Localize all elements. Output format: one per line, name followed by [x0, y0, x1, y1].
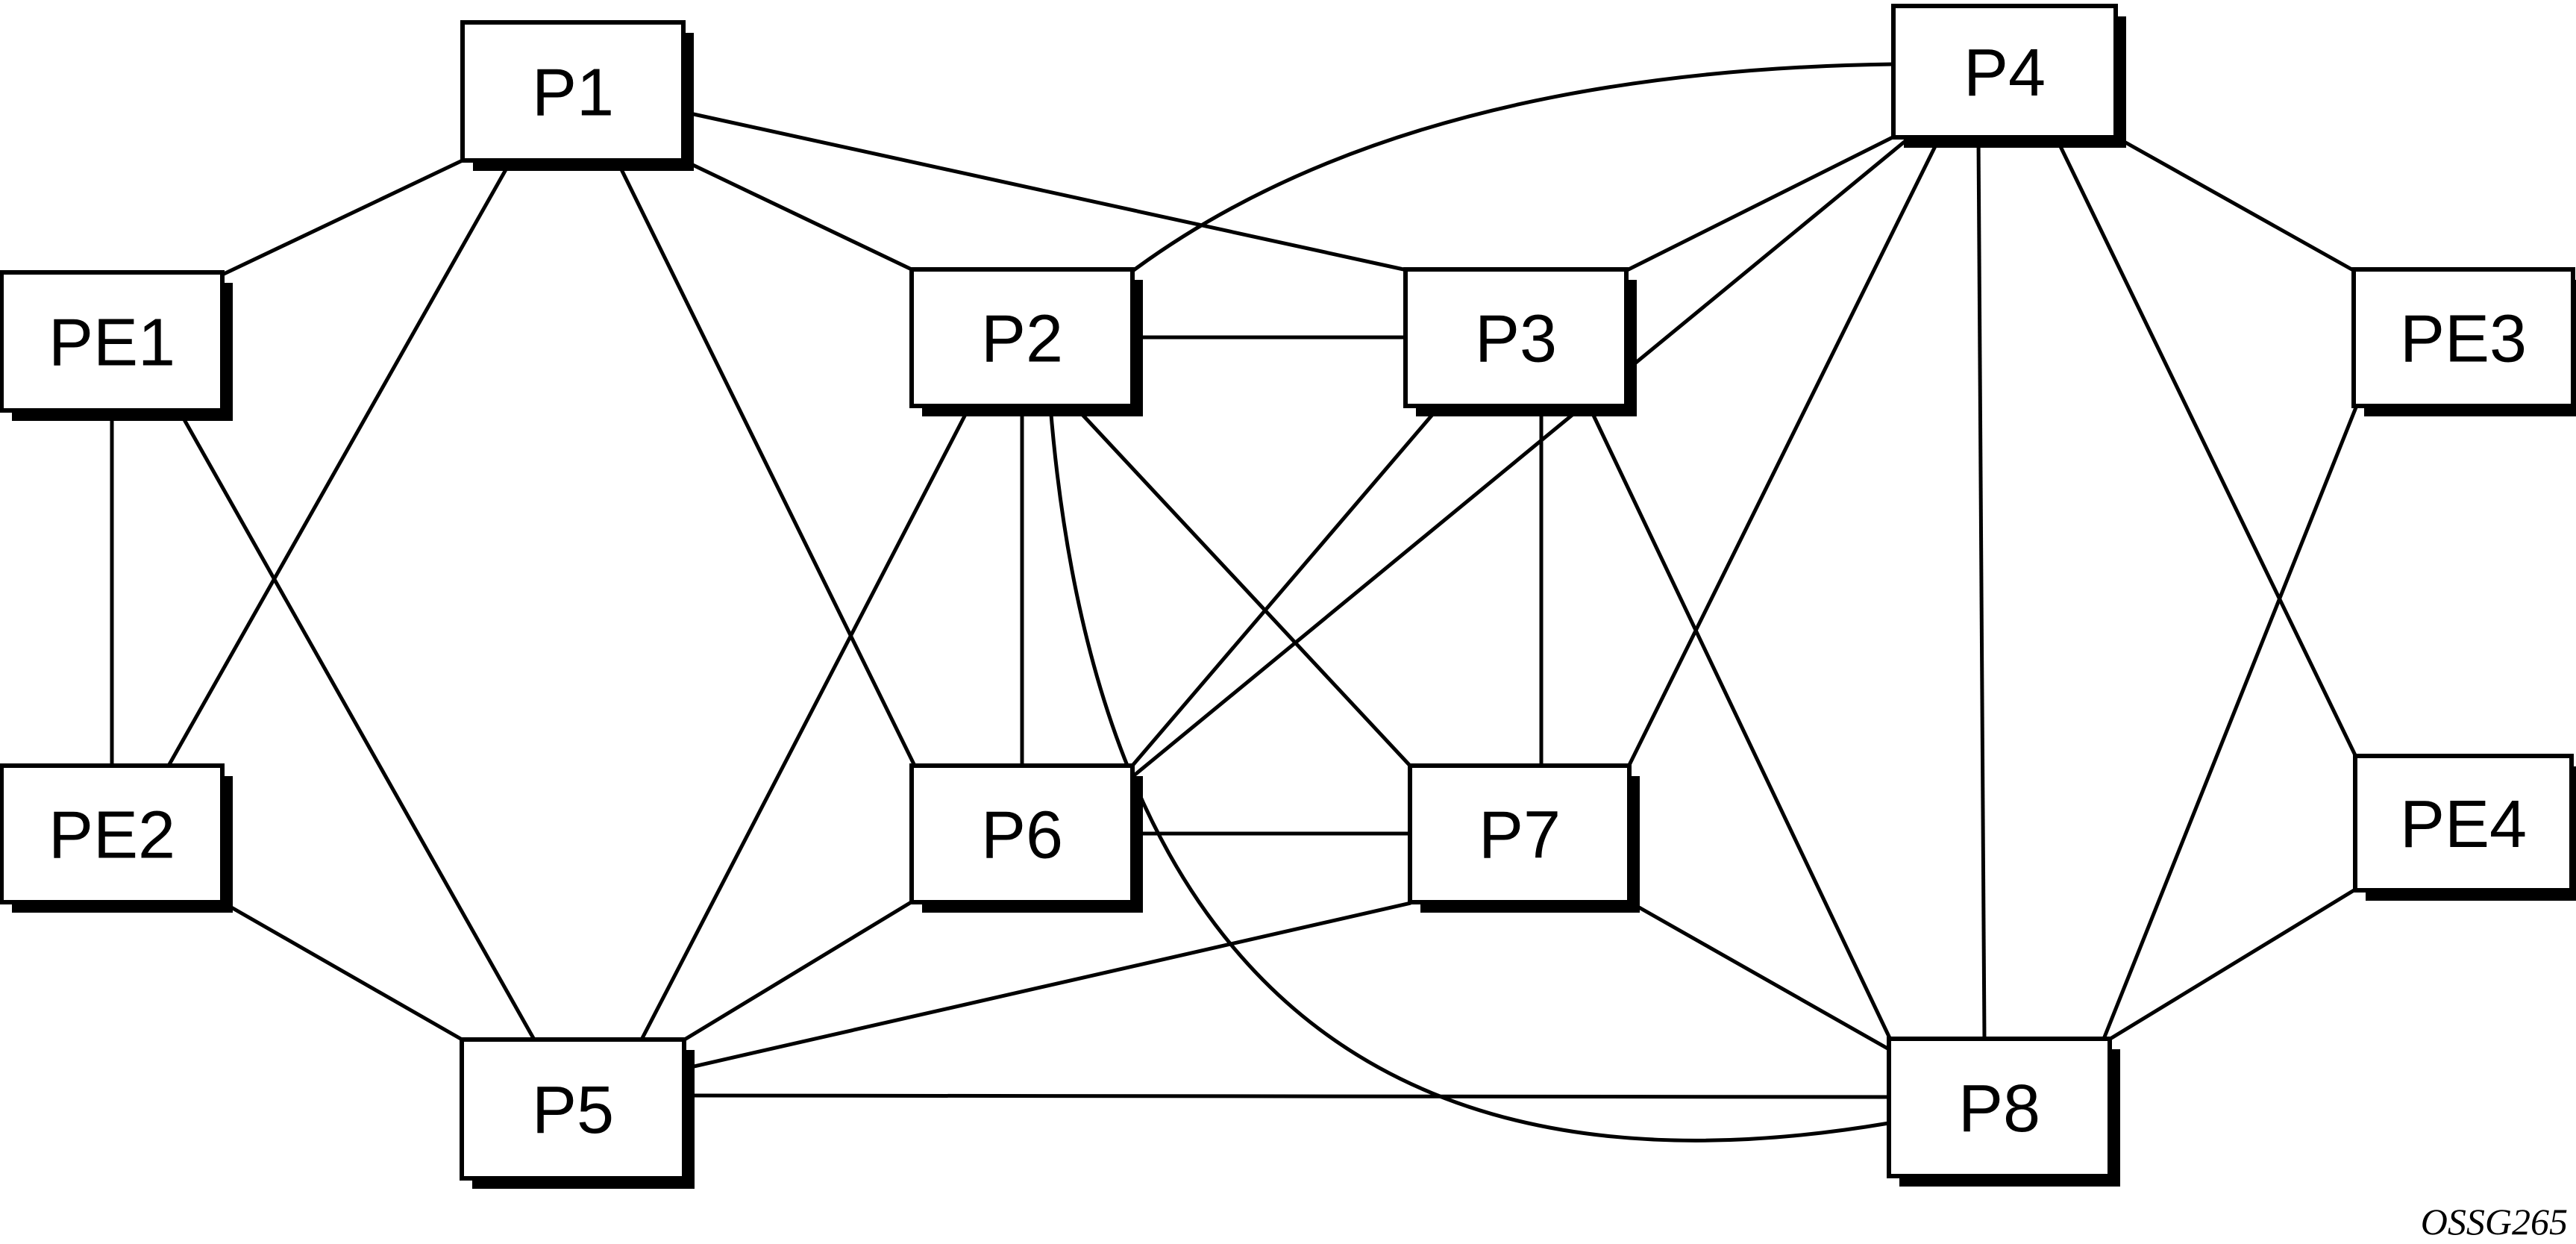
link-p4-p7	[1626, 136, 1942, 768]
node-p8-box	[1887, 1037, 2112, 1178]
node-p1-label: P1	[532, 56, 614, 131]
node-p5-box	[460, 1037, 686, 1181]
node-p6-box	[909, 763, 1135, 904]
link-p3-p4	[1624, 134, 1896, 273]
link-p1-p6	[615, 159, 917, 767]
node-p7-box	[1408, 763, 1632, 904]
link-p1-pe2	[166, 159, 513, 767]
link-p5-p8	[683, 1093, 1890, 1099]
node-p3-label: P3	[1475, 302, 1557, 377]
link-p7-p8	[1627, 899, 1890, 1051]
link-pe2-p5	[221, 900, 465, 1043]
link-p4-p8	[1976, 137, 1987, 1040]
link-p3-p8	[1587, 404, 1893, 1041]
link-p4-pe3	[2113, 134, 2356, 273]
node-pe2-box	[0, 763, 225, 904]
link-p2-p4	[1130, 62, 1894, 274]
node-p2-label: P2	[981, 302, 1063, 377]
node-pe2-label: PE2	[48, 798, 175, 873]
link-p4-p6	[1132, 136, 1911, 778]
node-p6-label: P6	[981, 798, 1063, 873]
link-p5-p7	[683, 901, 1411, 1071]
node-p2-box	[909, 267, 1135, 408]
link-p1-p3	[683, 110, 1408, 272]
node-pe1-box	[0, 270, 225, 413]
link-p8-pe4	[2108, 887, 2357, 1042]
link-p4-pe4	[2054, 136, 2358, 758]
node-pe3-box	[2351, 267, 2575, 408]
link-p2-p8	[1048, 405, 1890, 1143]
link-p2-p5	[639, 404, 972, 1041]
node-pe3-label: PE3	[2400, 302, 2527, 377]
node-pe4-label: PE4	[2400, 787, 2527, 862]
node-p7-label: P7	[1479, 798, 1561, 873]
link-pe1-p1	[221, 157, 466, 277]
figure-caption: OSSG265	[2421, 1201, 2568, 1243]
node-pe1-label: PE1	[48, 306, 175, 381]
link-p2-p7	[1073, 404, 1412, 768]
node-p5-label: P5	[532, 1073, 614, 1148]
link-p3-p6	[1130, 404, 1441, 768]
node-pe4-box	[2353, 754, 2574, 893]
link-p8-pe3	[2102, 407, 2358, 1040]
node-p3-box	[1403, 267, 1629, 408]
node-p4-label: P4	[1964, 36, 2046, 110]
link-p5-p6	[682, 899, 914, 1043]
node-p4-box	[1891, 4, 2118, 140]
node-p8-label: P8	[1958, 1072, 2040, 1146]
link-p1-p2	[680, 157, 915, 272]
link-pe1-p5	[177, 409, 536, 1041]
node-p1-box	[460, 20, 686, 163]
